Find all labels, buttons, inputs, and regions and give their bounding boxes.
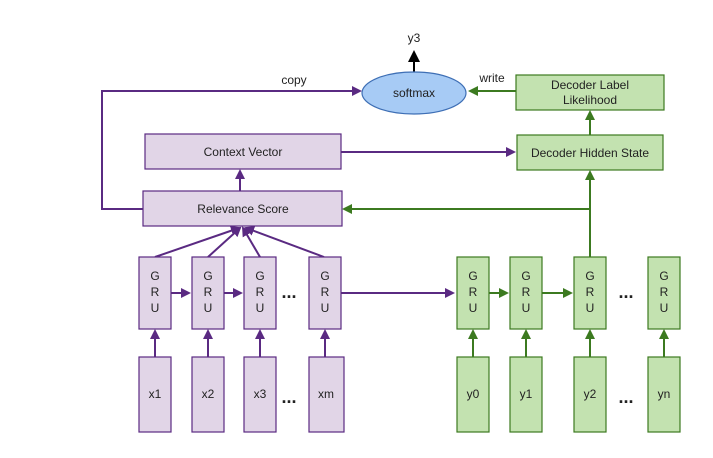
context-vector-label: Context Vector — [204, 145, 283, 159]
relevance-score-box — [142, 190, 343, 227]
svg-text:U: U — [151, 301, 160, 315]
svg-text:G: G — [150, 269, 159, 283]
output-label: y3 — [408, 31, 421, 45]
svg-text:G: G — [659, 269, 668, 283]
svg-text:R: R — [660, 285, 669, 299]
svg-text:U: U — [522, 301, 531, 315]
decoder-hidden-state-box — [516, 134, 664, 171]
svg-text:G: G — [468, 269, 477, 283]
svg-text:x1: x1 — [149, 387, 162, 401]
decoder-input-y2: y2 — [573, 356, 607, 433]
svg-text:U: U — [321, 301, 330, 315]
decoder-gru-n: G R U — [647, 256, 681, 330]
encoder-input-x1: x1 — [138, 356, 172, 433]
svg-text:y1: y1 — [520, 387, 533, 401]
decoder-input-ellipsis: ... — [618, 387, 633, 407]
decoder-label-likelihood-line1: Decoder Label — [551, 78, 629, 92]
decoder-label-likelihood-line2: Likelihood — [563, 93, 617, 107]
encoder-gru-2: G R U — [191, 256, 225, 330]
decoder-hidden-state-label: Decoder Hidden State — [531, 146, 649, 160]
svg-text:G: G — [203, 269, 212, 283]
softmax-label: softmax — [393, 86, 435, 100]
encoder-input-xm: xm — [308, 356, 345, 433]
encoder-input-x2: x2 — [191, 356, 225, 433]
svg-text:y0: y0 — [467, 387, 480, 401]
decoder-input-y1: y1 — [509, 356, 543, 433]
decoder-gru-2: G R U — [573, 256, 607, 330]
svg-text:R: R — [321, 285, 330, 299]
decoder-input-y0: y0 — [456, 356, 490, 433]
svg-text:x2: x2 — [202, 387, 215, 401]
encoder-gru-3: G R U — [243, 256, 277, 330]
write-label: write — [478, 71, 505, 85]
copy-label: copy — [281, 73, 306, 87]
decoder-input-yn: yn — [647, 356, 681, 433]
encoder-gru-m: G R U — [308, 256, 342, 330]
copy-edge — [101, 86, 362, 210]
encoder-input-x3: x3 — [243, 356, 277, 433]
decoder-gru-1: G R U — [509, 256, 543, 330]
svg-text:y2: y2 — [584, 387, 597, 401]
svg-text:xm: xm — [318, 387, 334, 401]
svg-text:G: G — [320, 269, 329, 283]
svg-text:G: G — [585, 269, 594, 283]
decoder-gru-0: G R U — [456, 256, 490, 330]
context-vector-box — [144, 133, 342, 170]
svg-text:U: U — [256, 301, 265, 315]
svg-text:G: G — [521, 269, 530, 283]
svg-text:R: R — [204, 285, 213, 299]
relevance-score-label: Relevance Score — [197, 202, 289, 216]
svg-text:R: R — [469, 285, 478, 299]
svg-text:R: R — [586, 285, 595, 299]
svg-text:U: U — [660, 301, 669, 315]
svg-text:U: U — [586, 301, 595, 315]
svg-text:R: R — [151, 285, 160, 299]
svg-text:G: G — [255, 269, 264, 283]
svg-text:yn: yn — [658, 387, 671, 401]
softmax-node — [361, 71, 467, 115]
svg-text:x3: x3 — [254, 387, 267, 401]
encoder-input-ellipsis: ... — [281, 387, 296, 407]
decoder-gru-ellipsis: ... — [618, 282, 633, 302]
encoder-attention-edges — [154, 225, 325, 258]
encoder-gru-1: G R U — [138, 256, 172, 330]
svg-text:R: R — [522, 285, 531, 299]
encoder-gru-ellipsis: ... — [281, 282, 296, 302]
svg-text:R: R — [256, 285, 265, 299]
svg-text:U: U — [469, 301, 478, 315]
svg-text:U: U — [204, 301, 213, 315]
